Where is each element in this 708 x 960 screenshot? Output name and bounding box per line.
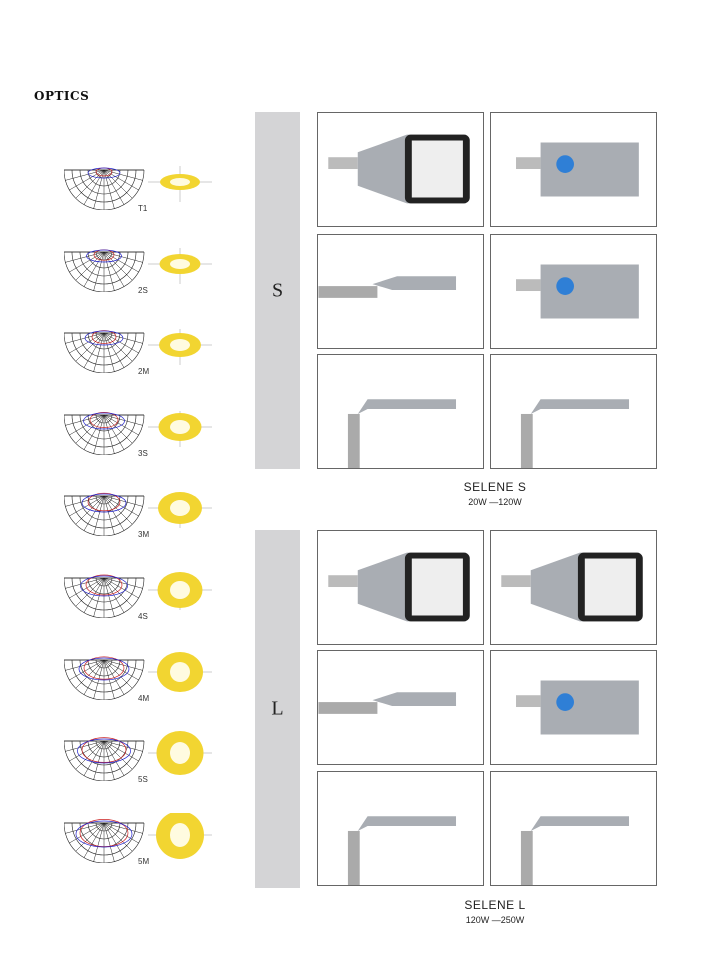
series-bar-s: S	[255, 112, 300, 469]
street-light-image	[516, 142, 639, 197]
caption-selene-l: SELENE L 120W —250W	[420, 898, 570, 925]
product-photo	[490, 650, 657, 765]
street-light-image	[347, 816, 457, 890]
product-photo	[317, 530, 484, 645]
product-photo	[317, 771, 484, 890]
optic-item: T1	[64, 160, 224, 224]
product-photo	[490, 354, 657, 473]
street-light-image	[516, 680, 639, 735]
series-bar-l: L	[255, 530, 300, 888]
street-light-image	[328, 552, 470, 622]
street-light-image	[520, 816, 630, 890]
optic-label: T1	[138, 204, 148, 213]
optic-item: 5M	[64, 812, 224, 877]
optic-label: 5S	[138, 775, 148, 785]
page-title: OPTICS	[34, 89, 90, 103]
polar-diagram-icon	[64, 410, 212, 455]
optic-item: 2S	[64, 242, 224, 306]
product-name: SELENE S	[463, 480, 527, 494]
optic-label: 2S	[138, 285, 148, 295]
product-photo	[490, 530, 657, 645]
product-photo	[317, 112, 484, 227]
optic-label: 4M	[138, 693, 150, 703]
product-photo	[490, 112, 657, 227]
optic-item: 3S	[64, 405, 224, 469]
polar-diagram-icon	[64, 731, 212, 782]
optic-item: 4M	[64, 650, 224, 714]
optic-item: 2M	[64, 323, 224, 387]
polar-diagram-icon	[64, 329, 212, 374]
optic-item: 5S	[64, 731, 224, 795]
product-name: SELENE L	[464, 898, 526, 912]
optic-label: 5M	[138, 856, 150, 866]
street-light-image	[318, 692, 457, 714]
series-letter: L	[271, 697, 284, 720]
street-light-image	[516, 264, 639, 319]
optic-label: 2M	[138, 367, 150, 377]
product-photo	[317, 354, 484, 473]
street-light-image	[501, 552, 643, 622]
product-power: 20W —120W	[468, 497, 522, 507]
product-photo	[490, 234, 657, 349]
polar-diagram-icon	[64, 651, 212, 700]
optic-label: 3S	[138, 448, 148, 458]
polar-diagram-icon	[64, 572, 212, 618]
product-power: 120W —250W	[465, 915, 525, 925]
optic-item: 3M	[64, 486, 224, 550]
series-letter: S	[271, 279, 284, 301]
product-photo	[490, 771, 657, 890]
product-photo	[317, 650, 484, 765]
optic-label: 3M	[138, 530, 150, 540]
caption-selene-s: SELENE S 20W —120W	[420, 480, 570, 507]
street-light-image	[318, 276, 457, 298]
product-photo	[317, 234, 484, 349]
street-light-image	[347, 399, 457, 473]
polar-diagram-icon	[64, 812, 212, 863]
optic-label: 4S	[138, 612, 148, 621]
polar-diagram-icon	[64, 492, 212, 537]
polar-diagram-icon	[64, 166, 212, 210]
street-light-image	[328, 134, 470, 204]
optic-item: 4S	[64, 568, 224, 632]
street-light-image	[520, 399, 630, 473]
polar-diagram-icon	[64, 247, 212, 292]
